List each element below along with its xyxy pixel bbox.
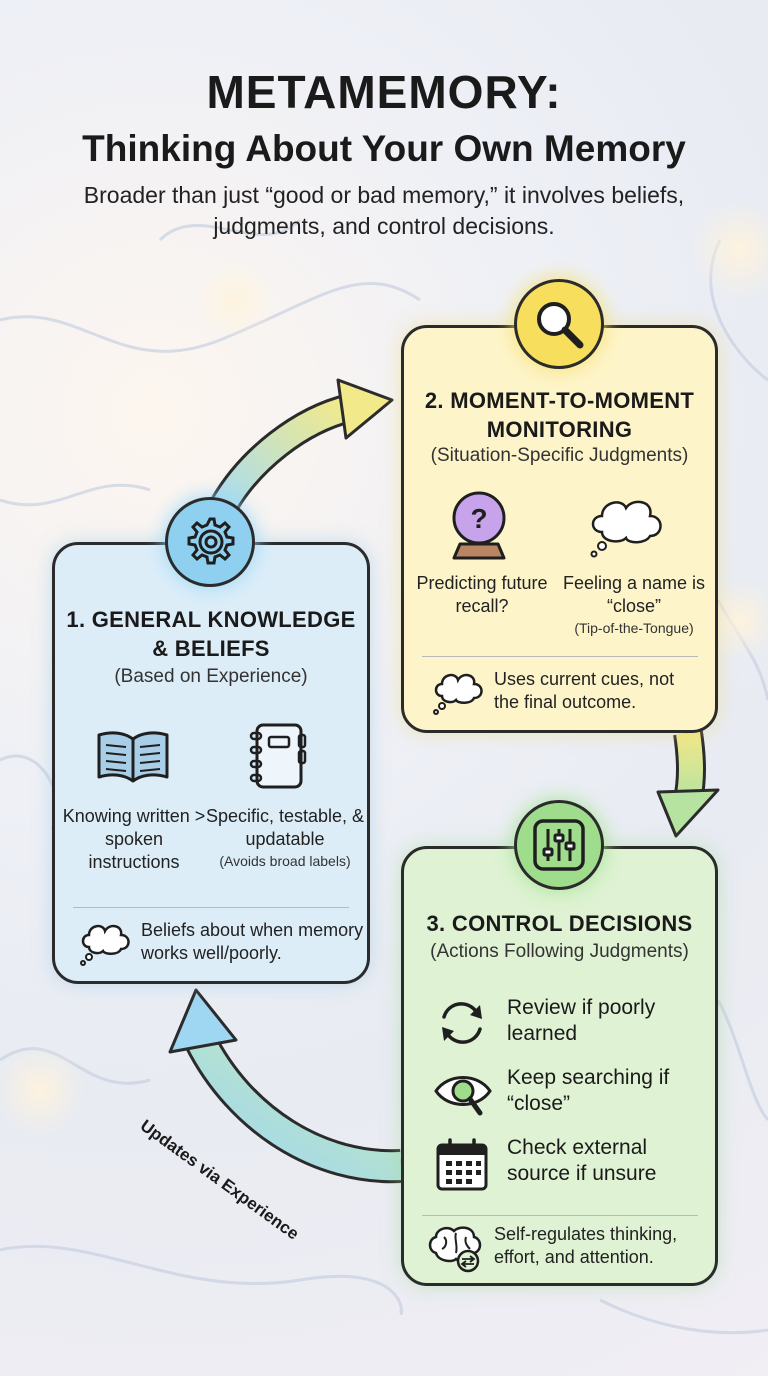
control-heading: 3. CONTROL DECISIONS bbox=[426, 911, 693, 936]
control-panel: 3. CONTROL DECISIONS (Actions Following … bbox=[401, 846, 718, 1286]
control-item-review: Review if poorly learned bbox=[434, 995, 694, 1051]
knowledge-item-specific-note: (Avoids broad labels) bbox=[219, 853, 351, 869]
control-item-check-source-text: Check external source if unsure bbox=[507, 1136, 657, 1185]
refresh-icon bbox=[442, 1002, 482, 1044]
knowledge-footer-text: Beliefs about when memory works well/poo… bbox=[141, 920, 364, 963]
monitoring-heading-line1: 2. MOMENT-TO-MOMENT bbox=[424, 388, 695, 413]
knowledge-panel: 1. GENERAL KNOWLEDGE & BELIEFS (Based on… bbox=[52, 542, 370, 984]
title-main: METAMEMORY: bbox=[206, 66, 562, 118]
knowledge-heading-line2: & BELIEFS bbox=[152, 636, 270, 661]
eye-search-icon bbox=[434, 1076, 492, 1116]
gear-badge bbox=[165, 497, 255, 587]
sliders-icon bbox=[533, 819, 585, 871]
arrow-control-to-knowledge bbox=[168, 988, 402, 1184]
knowledge-divider bbox=[73, 907, 349, 908]
calendar-icon bbox=[436, 1138, 488, 1191]
thought-cloud-icon bbox=[433, 673, 483, 715]
monitoring-panel: 2. MOMENT-TO-MOMENT MONITORING (Situatio… bbox=[401, 325, 718, 733]
monitoring-item-tot-note: (Tip-of-the-Tongue) bbox=[574, 620, 694, 636]
monitoring-item-close-text: Feeling a name is “close” bbox=[562, 573, 706, 616]
thought-cloud-icon bbox=[590, 500, 662, 558]
control-item-review-text: Review if poorly learned bbox=[507, 996, 656, 1045]
monitoring-heading: 2. MOMENT-TO-MOMENT MONITORING bbox=[404, 386, 715, 444]
monitoring-heading-line2: MONITORING bbox=[486, 417, 633, 442]
magnifier-icon bbox=[537, 302, 584, 349]
control-divider bbox=[422, 1215, 698, 1216]
knowledge-heading-line1: 1. GENERAL KNOWLEDGE bbox=[66, 607, 356, 632]
arrow-knowledge-to-monitoring bbox=[211, 378, 394, 513]
crystal-ball-icon: ? bbox=[452, 491, 506, 560]
brain-icon bbox=[428, 1226, 482, 1273]
knowledge-item-specific-testable: Specific, testable, & updatable (Avoids … bbox=[205, 805, 365, 871]
svg-text:?: ? bbox=[470, 503, 487, 534]
title-block: METAMEMORY: Thinking About Your Own Memo… bbox=[0, 62, 768, 174]
control-item-check-source: Check external source if unsure bbox=[434, 1135, 694, 1191]
monitoring-subtitle: (Situation-Specific Judgments) bbox=[430, 445, 689, 466]
monitoring-footer-text: Uses current cues, not the final outcome… bbox=[494, 669, 675, 712]
control-footer-text: Self-regulates thinking, effort, and att… bbox=[494, 1224, 678, 1267]
thought-cloud-icon bbox=[80, 924, 130, 966]
monitoring-item-tip-of-tongue: Feeling a name is “close” (Tip-of-the-To… bbox=[554, 572, 714, 638]
open-book-icon bbox=[97, 731, 169, 783]
gear-icon bbox=[187, 517, 235, 565]
monitoring-divider bbox=[422, 656, 698, 657]
monitoring-item-predicting-recall: Predicting future recall? bbox=[416, 573, 548, 616]
title-subtitle: Thinking About Your Own Memory bbox=[82, 128, 686, 169]
knowledge-item-specific-text: Specific, testable, & updatable bbox=[205, 806, 365, 849]
control-item-keep-searching: Keep searching if “close” bbox=[434, 1065, 694, 1121]
knowledge-heading: 1. GENERAL KNOWLEDGE & BELIEFS bbox=[55, 605, 367, 663]
magnifier-badge bbox=[514, 279, 604, 369]
knowledge-item-written-instructions: Knowing written > spoken instructions bbox=[62, 806, 206, 872]
arrow-monitoring-to-control bbox=[656, 730, 720, 838]
control-item-keep-searching-text: Keep searching if “close” bbox=[507, 1066, 670, 1115]
intro-text: Broader than just “good or bad memory,” … bbox=[83, 182, 685, 239]
sliders-badge bbox=[514, 800, 604, 890]
notebook-icon bbox=[249, 723, 307, 789]
knowledge-subtitle: (Based on Experience) bbox=[114, 666, 308, 687]
control-subtitle: (Actions Following Judgments) bbox=[430, 941, 689, 962]
